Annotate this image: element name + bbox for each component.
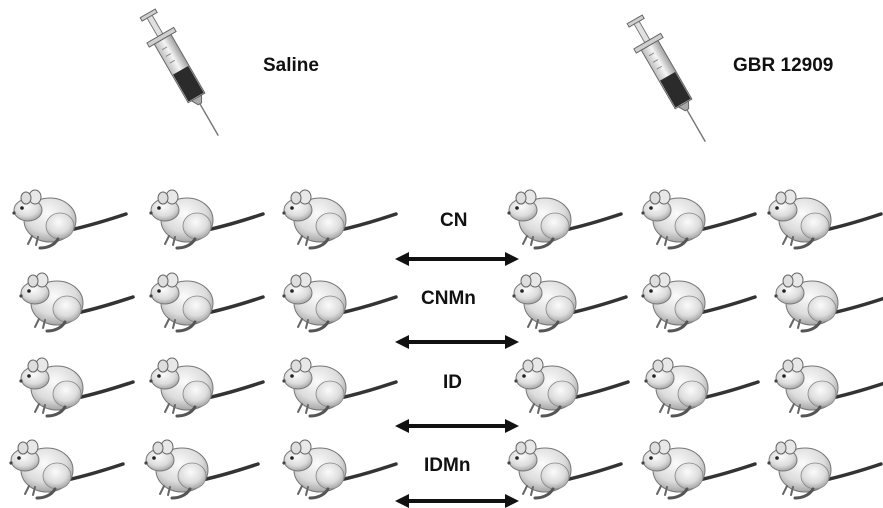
mouse-icon [770,265,883,335]
mouse-icon [503,432,623,502]
condition-label-cn: CN [440,210,468,231]
double-arrow-icon [395,335,519,349]
double-arrow-icon [395,494,519,508]
mouse-icon [640,350,760,420]
mouse-icon [763,182,883,252]
mouse-icon [145,182,265,252]
double-arrow-icon [395,252,519,266]
mouse-icon [15,265,135,335]
saline-syringe-icon [133,2,233,147]
mouse-icon [637,432,757,502]
mouse-icon [278,265,398,335]
condition-label-cnmn: CNMn [421,288,476,309]
mouse-icon [8,182,128,252]
condition-label-idmn: IDMn [424,455,471,476]
mouse-icon [5,432,125,502]
mouse-icon [637,182,757,252]
mouse-icon [145,265,265,335]
gbr-syringe-icon [620,8,720,153]
mouse-icon [508,265,628,335]
mouse-icon [763,432,883,502]
mouse-icon [278,350,398,420]
mouse-icon [145,350,265,420]
mouse-icon [278,182,398,252]
mouse-icon [278,432,398,502]
mouse-icon [140,432,260,502]
mouse-icon [503,182,623,252]
mouse-icon [15,350,135,420]
treatment-label-saline: Saline [263,55,319,76]
mouse-icon [637,265,757,335]
mouse-icon [770,350,883,420]
condition-label-id: ID [443,372,462,393]
mouse-icon [510,350,630,420]
double-arrow-icon [395,419,519,433]
treatment-label-gbr: GBR 12909 [733,55,834,76]
